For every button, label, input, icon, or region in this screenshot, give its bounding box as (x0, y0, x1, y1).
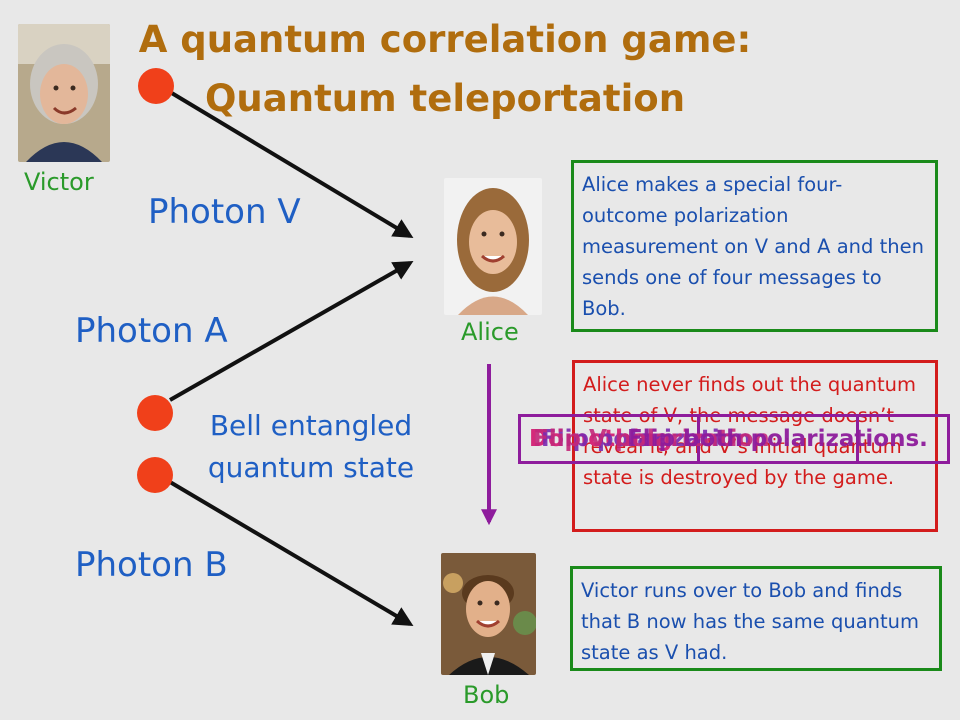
photon-v-dot (138, 68, 174, 104)
bell-state-label: Bell entangled quantum state (196, 405, 426, 489)
title-line-1: A quantum correlation game: (138, 18, 752, 61)
message-overlay: Do nothing Flip polarization Flip V pola… (518, 414, 950, 464)
overlay-divider-2 (856, 417, 859, 461)
title-line-2: Quantum teleportation (204, 77, 686, 120)
bob-photo (441, 553, 536, 675)
alice-never-box: Alice never finds out the quantum state … (572, 360, 938, 532)
bob-label: Bob (463, 681, 510, 709)
photon-a-path (169, 261, 414, 402)
message-flip-v-polarization: Flip V polarization (533, 426, 770, 452)
bell-state-line-2: quantum state (207, 451, 415, 484)
victor-photo (18, 24, 110, 162)
photon-a-label: Photon A (75, 311, 228, 351)
message-flip-polarization: Flip polarization (541, 426, 752, 452)
alice-label: Alice (461, 318, 519, 346)
photon-b-path (168, 480, 414, 627)
message-flip-both: Flip both polarizations. (627, 426, 928, 452)
overlay-divider-1 (697, 417, 700, 461)
photon-v-label: Photon V (148, 192, 301, 232)
victor-label: Victor (24, 168, 94, 196)
photon-v-path (168, 90, 414, 239)
alice-photo (444, 178, 542, 315)
bell-state-line-1: Bell entangled (209, 409, 413, 442)
photon-a-dot (137, 395, 173, 431)
message-do-nothing: Do nothing (529, 426, 673, 452)
photon-b-dot (137, 457, 173, 493)
alice-measurement-box: Alice makes a special four-outcome polar… (571, 160, 938, 332)
photon-b-label: Photon B (75, 545, 228, 585)
victor-runs-box: Victor runs over to Bob and finds that B… (570, 566, 942, 671)
